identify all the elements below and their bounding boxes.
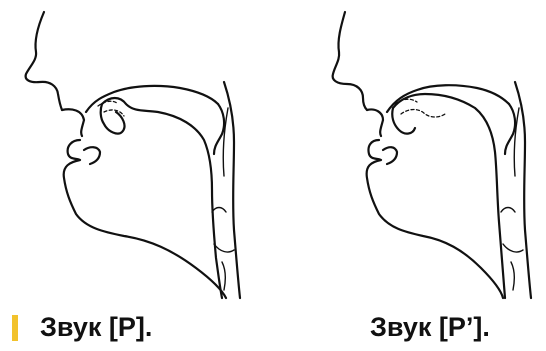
- upper-teeth: [62, 109, 84, 136]
- lower-teeth: [383, 147, 397, 164]
- head-profile-diagram: [295, 0, 546, 300]
- soft-palate: [505, 104, 515, 154]
- face-outline-upper: [333, 12, 367, 110]
- articulation-profile-soft-r: [295, 0, 546, 300]
- tongue-tip-alternate-position: [395, 99, 445, 117]
- face-outline-upper: [26, 12, 62, 110]
- caption-hard-r: Звук [Р].: [40, 312, 152, 342]
- yellow-bullet-marker: [12, 315, 18, 341]
- hard-palate: [86, 86, 218, 112]
- soft-palate: [214, 104, 224, 154]
- tongue-tip: [101, 104, 125, 134]
- lower-lip-chin: [64, 140, 226, 298]
- caption-soft-r: Звук [Р’].: [370, 312, 490, 342]
- articulation-profile-hard-r: [0, 0, 270, 300]
- upper-teeth: [367, 109, 383, 136]
- head-profile-diagram: [0, 0, 270, 300]
- lower-teeth: [84, 147, 100, 164]
- tongue: [393, 94, 505, 298]
- tongue: [102, 98, 222, 298]
